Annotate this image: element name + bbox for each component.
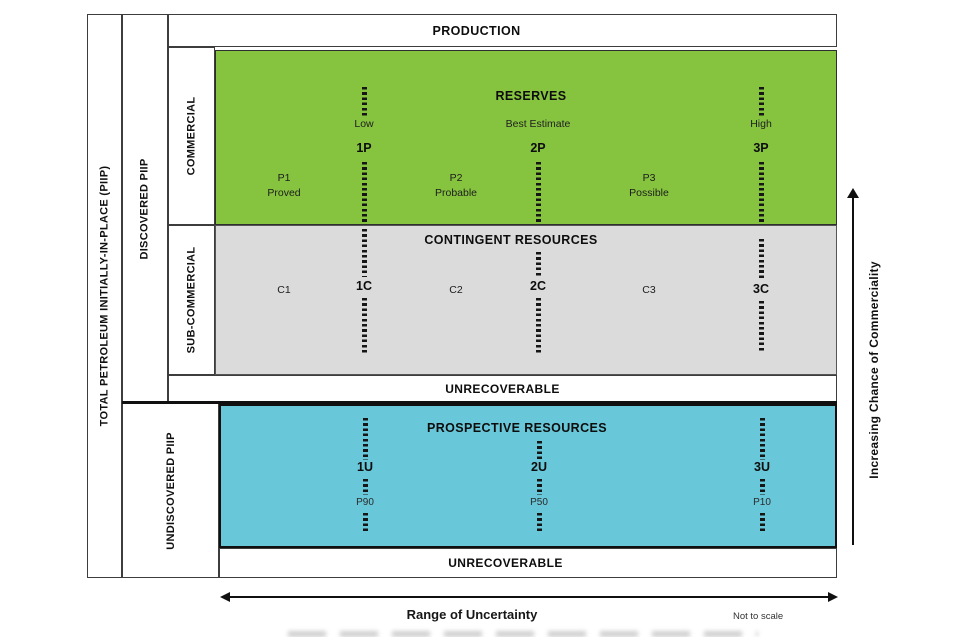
dotted-line <box>535 162 541 223</box>
dotted-line <box>535 298 541 353</box>
uncertainty-arrow-line <box>229 596 829 598</box>
reserves-3p-label: 3P <box>753 141 769 155</box>
prospective-p50-label: P50 <box>530 497 548 508</box>
dotted-line <box>361 229 367 277</box>
axis-sub-commercial: SUB-COMMERCIAL <box>168 225 215 375</box>
dotted-line <box>361 87 367 117</box>
contingent-2c-label: 2C <box>530 279 546 293</box>
prospective-p10-label: P10 <box>753 497 771 508</box>
axis-total-piip: TOTAL PETROLEUM INITIALLY-IN-PLACE (PIIP… <box>87 14 122 578</box>
prospective-resources-box: PROSPECTIVE RESOURCES 1U P90 2U P50 3U P… <box>219 404 837 548</box>
category-code: P1 <box>277 172 291 184</box>
reserves-1p-label: 1P <box>356 141 372 155</box>
dotted-line <box>758 239 764 279</box>
axis-undiscovered-piip-label: UNDISCOVERED PIIP <box>164 431 177 550</box>
reserves-title: RESERVES <box>495 89 567 103</box>
prospective-title: PROSPECTIVE RESOURCES <box>427 421 607 435</box>
axis-commercial: COMMERCIAL <box>168 47 215 225</box>
unrecoverable-lower-band: UNRECOVERABLE <box>219 548 837 578</box>
contingent-1c-label: 1C <box>356 279 372 293</box>
prospective-3u-label: 3U <box>754 460 770 474</box>
production-label: PRODUCTION <box>432 23 521 38</box>
prospective-1u-label: 1U <box>357 460 373 474</box>
dotted-line <box>361 298 367 353</box>
production-band: PRODUCTION <box>168 14 837 47</box>
dotted-line <box>759 513 765 532</box>
category-name: Probable <box>434 187 478 199</box>
prospective-2u-label: 2U <box>531 460 547 474</box>
axis-total-piip-label: TOTAL PETROLEUM INITIALLY-IN-PLACE (PIIP… <box>98 165 111 427</box>
axis-discovered-piip: DISCOVERED PIIP <box>122 14 168 403</box>
dotted-line <box>759 418 765 460</box>
reserves-box: RESERVES Low 1P Best Estimate 2P High 3P… <box>215 50 837 225</box>
contingent-category-c1: C1 <box>277 284 291 296</box>
commerciality-axis: Increasing Chance of Commerciality <box>858 195 890 545</box>
reserves-2p-label: 2P <box>530 141 546 155</box>
dotted-line <box>362 513 368 532</box>
axis-discovered-piip-label: DISCOVERED PIIP <box>139 157 152 260</box>
axis-undiscovered-piip: UNDISCOVERED PIIP <box>122 403 219 578</box>
arrow-up-icon <box>847 188 859 198</box>
unrecoverable-lower-label: UNRECOVERABLE <box>448 556 563 570</box>
contingent-title: CONTINGENT RESOURCES <box>424 233 598 247</box>
dotted-line <box>362 418 368 460</box>
category-name: Possible <box>629 187 669 199</box>
dotted-line <box>361 162 367 223</box>
cropped-caption-smudge <box>288 631 758 637</box>
dotted-line <box>758 87 764 117</box>
arrow-right-icon <box>828 592 838 602</box>
axis-commercial-label: COMMERCIAL <box>185 96 198 176</box>
category-code: P3 <box>642 172 656 184</box>
range-of-uncertainty-label: Range of Uncertainty <box>406 607 538 622</box>
dotted-line <box>758 301 764 351</box>
category-name: Proved <box>267 187 301 199</box>
reserves-category-probable: P2 Probable <box>435 171 477 201</box>
dotted-line <box>362 479 368 495</box>
dotted-line <box>536 479 542 495</box>
reserves-high-label: High <box>750 118 772 130</box>
category-code: P2 <box>449 172 463 184</box>
contingent-category-c3: C3 <box>642 284 656 296</box>
reserves-low-label: Low <box>354 118 374 130</box>
unrecoverable-upper-band: UNRECOVERABLE <box>168 375 837 403</box>
dotted-line <box>536 513 542 532</box>
prospective-p90-label: P90 <box>356 497 374 508</box>
contingent-3c-label: 3C <box>753 282 769 296</box>
dotted-line <box>759 479 765 495</box>
contingent-resources-box: CONTINGENT RESOURCES 1C 2C 3C C1 C2 C3 <box>215 225 837 375</box>
reserves-category-proved: P1 Proved <box>267 171 300 201</box>
commerciality-axis-label: Increasing Chance of Commerciality <box>867 261 882 479</box>
dotted-line <box>536 441 542 460</box>
unrecoverable-upper-label: UNRECOVERABLE <box>445 382 560 396</box>
contingent-category-c2: C2 <box>449 284 463 296</box>
dotted-line <box>758 162 764 223</box>
commerciality-arrow-line <box>852 196 854 545</box>
dotted-line <box>535 252 541 277</box>
reserves-category-possible: P3 Possible <box>629 171 669 201</box>
not-to-scale-label: Not to scale <box>733 611 784 622</box>
axis-sub-commercial-label: SUB-COMMERCIAL <box>185 246 198 354</box>
discovered-undiscovered-divider <box>122 401 837 404</box>
arrow-left-icon <box>220 592 230 602</box>
reserves-best-estimate-label: Best Estimate <box>505 118 571 130</box>
